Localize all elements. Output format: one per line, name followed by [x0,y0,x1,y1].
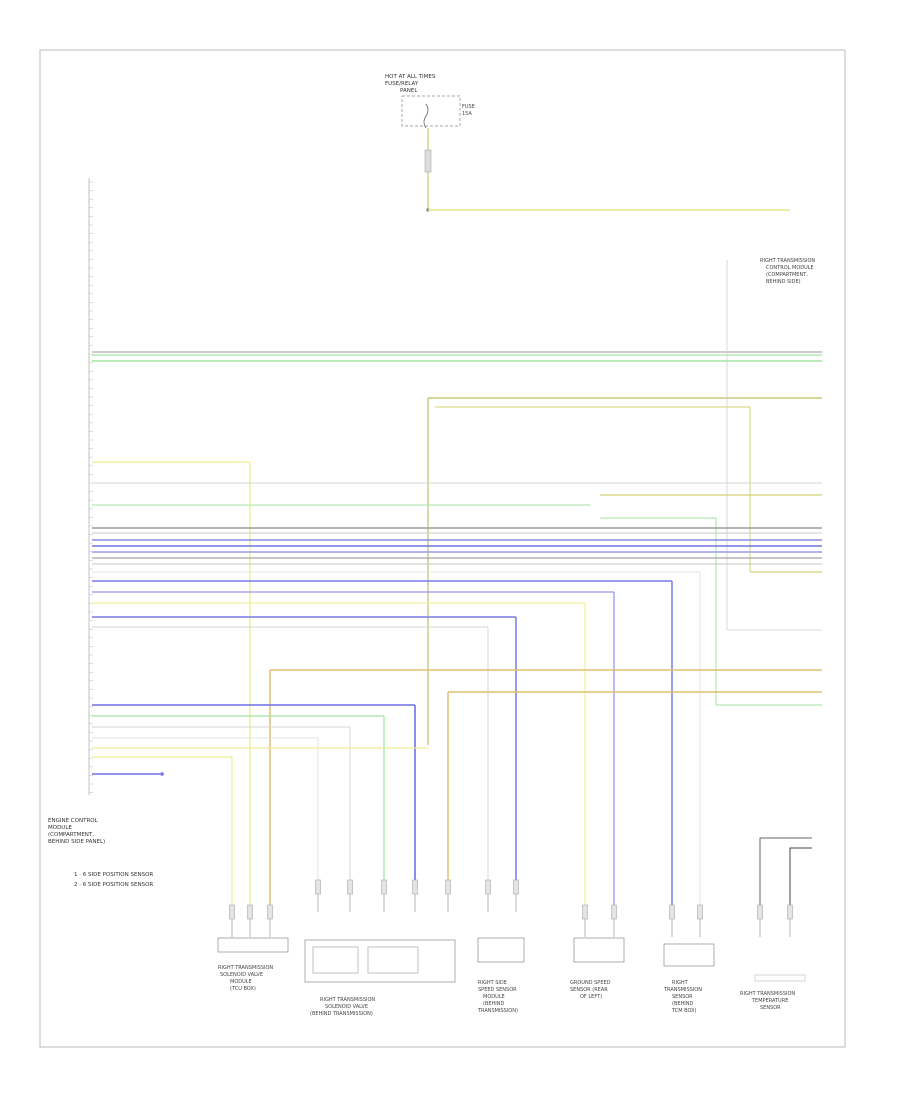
fuse-symbol [423,103,429,129]
components: RIGHT TRANSMISSION SOLENOID VALVE MODULE… [217,837,812,1017]
svg-text:GROUND SPEED: GROUND SPEED [570,980,611,986]
fuse-label: 15A [462,111,472,117]
power-supply-label: PANEL [400,88,418,94]
svg-text:RIGHT TRANSMISSION: RIGHT TRANSMISSION [218,965,273,971]
diagram-frame [39,49,846,1048]
svg-text:SENSOR: SENSOR [672,994,693,1000]
svg-text:RIGHT TRANSMISSION: RIGHT TRANSMISSION [760,258,815,264]
ecm-label-line: BEHIND SIDE PANEL) [48,839,105,845]
component-c1-label: RIGHT TRANSMISSION SOLENOID VALVE MODULE… [218,965,273,992]
svg-text:BEHIND SIDE): BEHIND SIDE) [766,279,801,285]
connector-stub [267,904,273,920]
connector-stub [669,904,675,920]
svg-text:TEMPERATURE: TEMPERATURE [751,998,788,1004]
connector-stub [347,879,353,895]
wires [92,209,822,905]
svg-text:SPEED SENSOR: SPEED SENSOR [478,987,517,993]
svg-text:TRANSMISSION): TRANSMISSION) [477,1008,518,1014]
svg-text:SOLENOID VALVE: SOLENOID VALVE [220,972,263,978]
ecm-label-line: (COMPARTMENT, [48,832,94,838]
right-module-label: RIGHT TRANSMISSION CONTROL MODULE (COMPA… [760,258,815,285]
connector-stub [582,904,588,920]
svg-text:SOLENOID VALVE: SOLENOID VALVE [325,1004,368,1010]
fuse-box [401,95,461,127]
connector-stub [424,149,432,173]
connector-stubs [229,879,793,937]
component-c3-label: RIGHT SIDE SPEED SENSOR MODULE (BEHIND T… [477,980,518,1014]
svg-text:MODULE: MODULE [230,979,252,985]
component-c5-label: RIGHT TRANSMISSION SENSOR (BEHIND TCM BO… [663,980,702,1014]
component-c2 [304,939,456,983]
component-c2-label: RIGHT TRANSMISSION SOLENOID VALVE (BEHIN… [310,997,375,1017]
connector-stub [611,904,617,920]
legend-item: 1 · 6 SIDE POSITION SENSOR [74,872,153,878]
component-c4 [573,937,625,963]
power-supply-label: FUSE/RELAY [385,81,419,87]
connector-stub [787,904,793,920]
component-c6 [754,974,806,982]
ecm-label-line: ENGINE CONTROL [48,818,99,824]
svg-text:RIGHT SIDE: RIGHT SIDE [478,980,507,986]
component-c4-label: GROUND SPEED SENSOR (REAR OF LEFT) [570,980,611,1000]
connector-stub [445,879,451,895]
ecm-label: ENGINE CONTROL MODULE (COMPARTMENT, BEHI… [48,818,105,845]
svg-text:SENSOR (REAR: SENSOR (REAR [570,987,608,993]
connector-stub [315,879,321,895]
svg-text:(COMPARTMENT,: (COMPARTMENT, [766,272,808,278]
component-c6-label: RIGHT TRANSMISSION TEMPERATURE SENSOR [740,991,795,1011]
power-supply-label: HOT AT ALL TIMES [385,74,436,80]
connector-stub [513,879,519,895]
ecm-pin-column [88,178,93,795]
ecm-label-line: MODULE [48,825,72,831]
connector-stub [757,904,763,920]
power-supply: HOT AT ALL TIMES FUSE/RELAY PANEL FUSE 1… [385,74,475,212]
svg-text:SENSOR: SENSOR [760,1005,781,1011]
connector-stub [697,904,703,920]
svg-text:(TCU BOX): (TCU BOX) [230,986,256,992]
component-c1 [217,937,289,953]
svg-text:(BEHIND: (BEHIND [672,1001,694,1007]
svg-text:OF LEFT): OF LEFT) [580,994,602,1000]
svg-text:CONTROL MODULE: CONTROL MODULE [766,265,814,271]
svg-text:MODULE: MODULE [483,994,505,1000]
component-c5 [663,943,715,967]
svg-text:TRANSMISSION: TRANSMISSION [663,987,702,993]
svg-text:RIGHT: RIGHT [672,980,689,986]
fuse-label: FUSE [462,104,475,110]
legend-item: 2 · 6 SIDE POSITION SENSOR [74,882,153,888]
connector-stub [229,904,235,920]
svg-text:RIGHT TRANSMISSION: RIGHT TRANSMISSION [740,991,795,997]
component-c3 [477,937,525,963]
legend: 1 · 6 SIDE POSITION SENSOR 2 · 6 SIDE PO… [74,872,153,888]
svg-text:TCM BOX): TCM BOX) [671,1008,697,1014]
svg-text:(BEHIND TRANSMISSION): (BEHIND TRANSMISSION) [310,1011,373,1017]
svg-text:(BEHIND: (BEHIND [483,1001,505,1007]
connector-stub [412,879,418,895]
connector-stub [247,904,253,920]
svg-text:RIGHT TRANSMISSION: RIGHT TRANSMISSION [320,997,375,1003]
connector-stub [485,879,491,895]
connector-stub [381,879,387,895]
